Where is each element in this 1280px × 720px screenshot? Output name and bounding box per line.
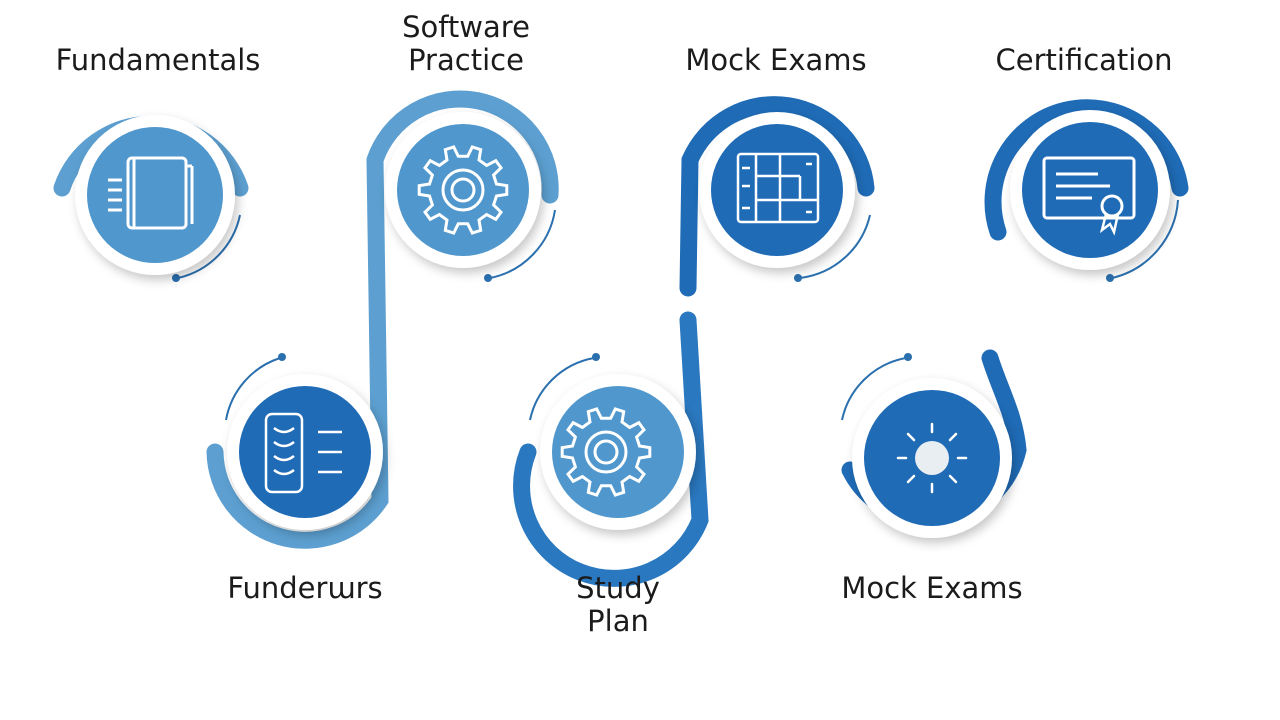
label-software-practice-line2: Practice [408, 43, 524, 77]
thin-arc-mock-exams-bottom [841, 357, 907, 421]
node-mock-exams-top[interactable] [699, 112, 871, 282]
dot-mock-exams-bottom [904, 353, 912, 361]
node-software-practice[interactable] [385, 112, 556, 282]
thin-arc-study-plan [529, 357, 595, 421]
dot-study-plan [592, 353, 600, 361]
label-study-plan-line2: Plan [587, 604, 649, 638]
dot-software-practice [484, 274, 492, 282]
label-study-plan: Study Plan [576, 572, 660, 638]
label-study-plan-line1: Study [576, 571, 660, 605]
thin-arc-funderurrs [225, 357, 281, 421]
node-mock-exams-bottom[interactable] [841, 353, 1012, 538]
node-certification[interactable] [984, 99, 1189, 282]
dot-fundamentals [172, 274, 180, 282]
certificate-icon [1042, 156, 1136, 236]
gear-icon [560, 407, 652, 497]
path-funderurrs-to-software-practice [206, 90, 559, 549]
thin-arc-mock-exams-top [799, 214, 871, 279]
label-certification: Certification [995, 43, 1173, 77]
arc-certification [984, 99, 1189, 241]
node-fundamentals[interactable] [53, 115, 249, 282]
path-study-plan-to-mock-exams-top-upper [679, 96, 875, 297]
dot-certification [1106, 274, 1114, 282]
path-study-plan-to-mock-exams-top [513, 311, 709, 587]
label-mock-exams-top: Mock Exams [685, 43, 867, 77]
label-funderurrs: Funderɯrs [227, 571, 383, 605]
label-mock-exams-bottom: Mock Exams [841, 571, 1023, 605]
dot-funderurrs [278, 353, 286, 361]
thin-arc-fundamentals [177, 214, 241, 279]
gear-icon [417, 145, 509, 235]
sun-icon [896, 422, 968, 494]
book-icon [108, 156, 194, 230]
node-study-plan[interactable] [529, 353, 696, 530]
blueprint-icon [736, 152, 820, 224]
document-list-icon [264, 412, 342, 494]
thin-arc-certification [1111, 199, 1179, 279]
label-software-practice: Software Practice [402, 11, 530, 77]
thin-arc-software-practice [489, 209, 556, 279]
label-fundamentals: Fundamentals [55, 43, 261, 77]
dot-mock-exams-top [794, 274, 802, 282]
label-software-practice-line1: Software [402, 10, 530, 44]
node-funderurrs[interactable] [225, 353, 383, 530]
